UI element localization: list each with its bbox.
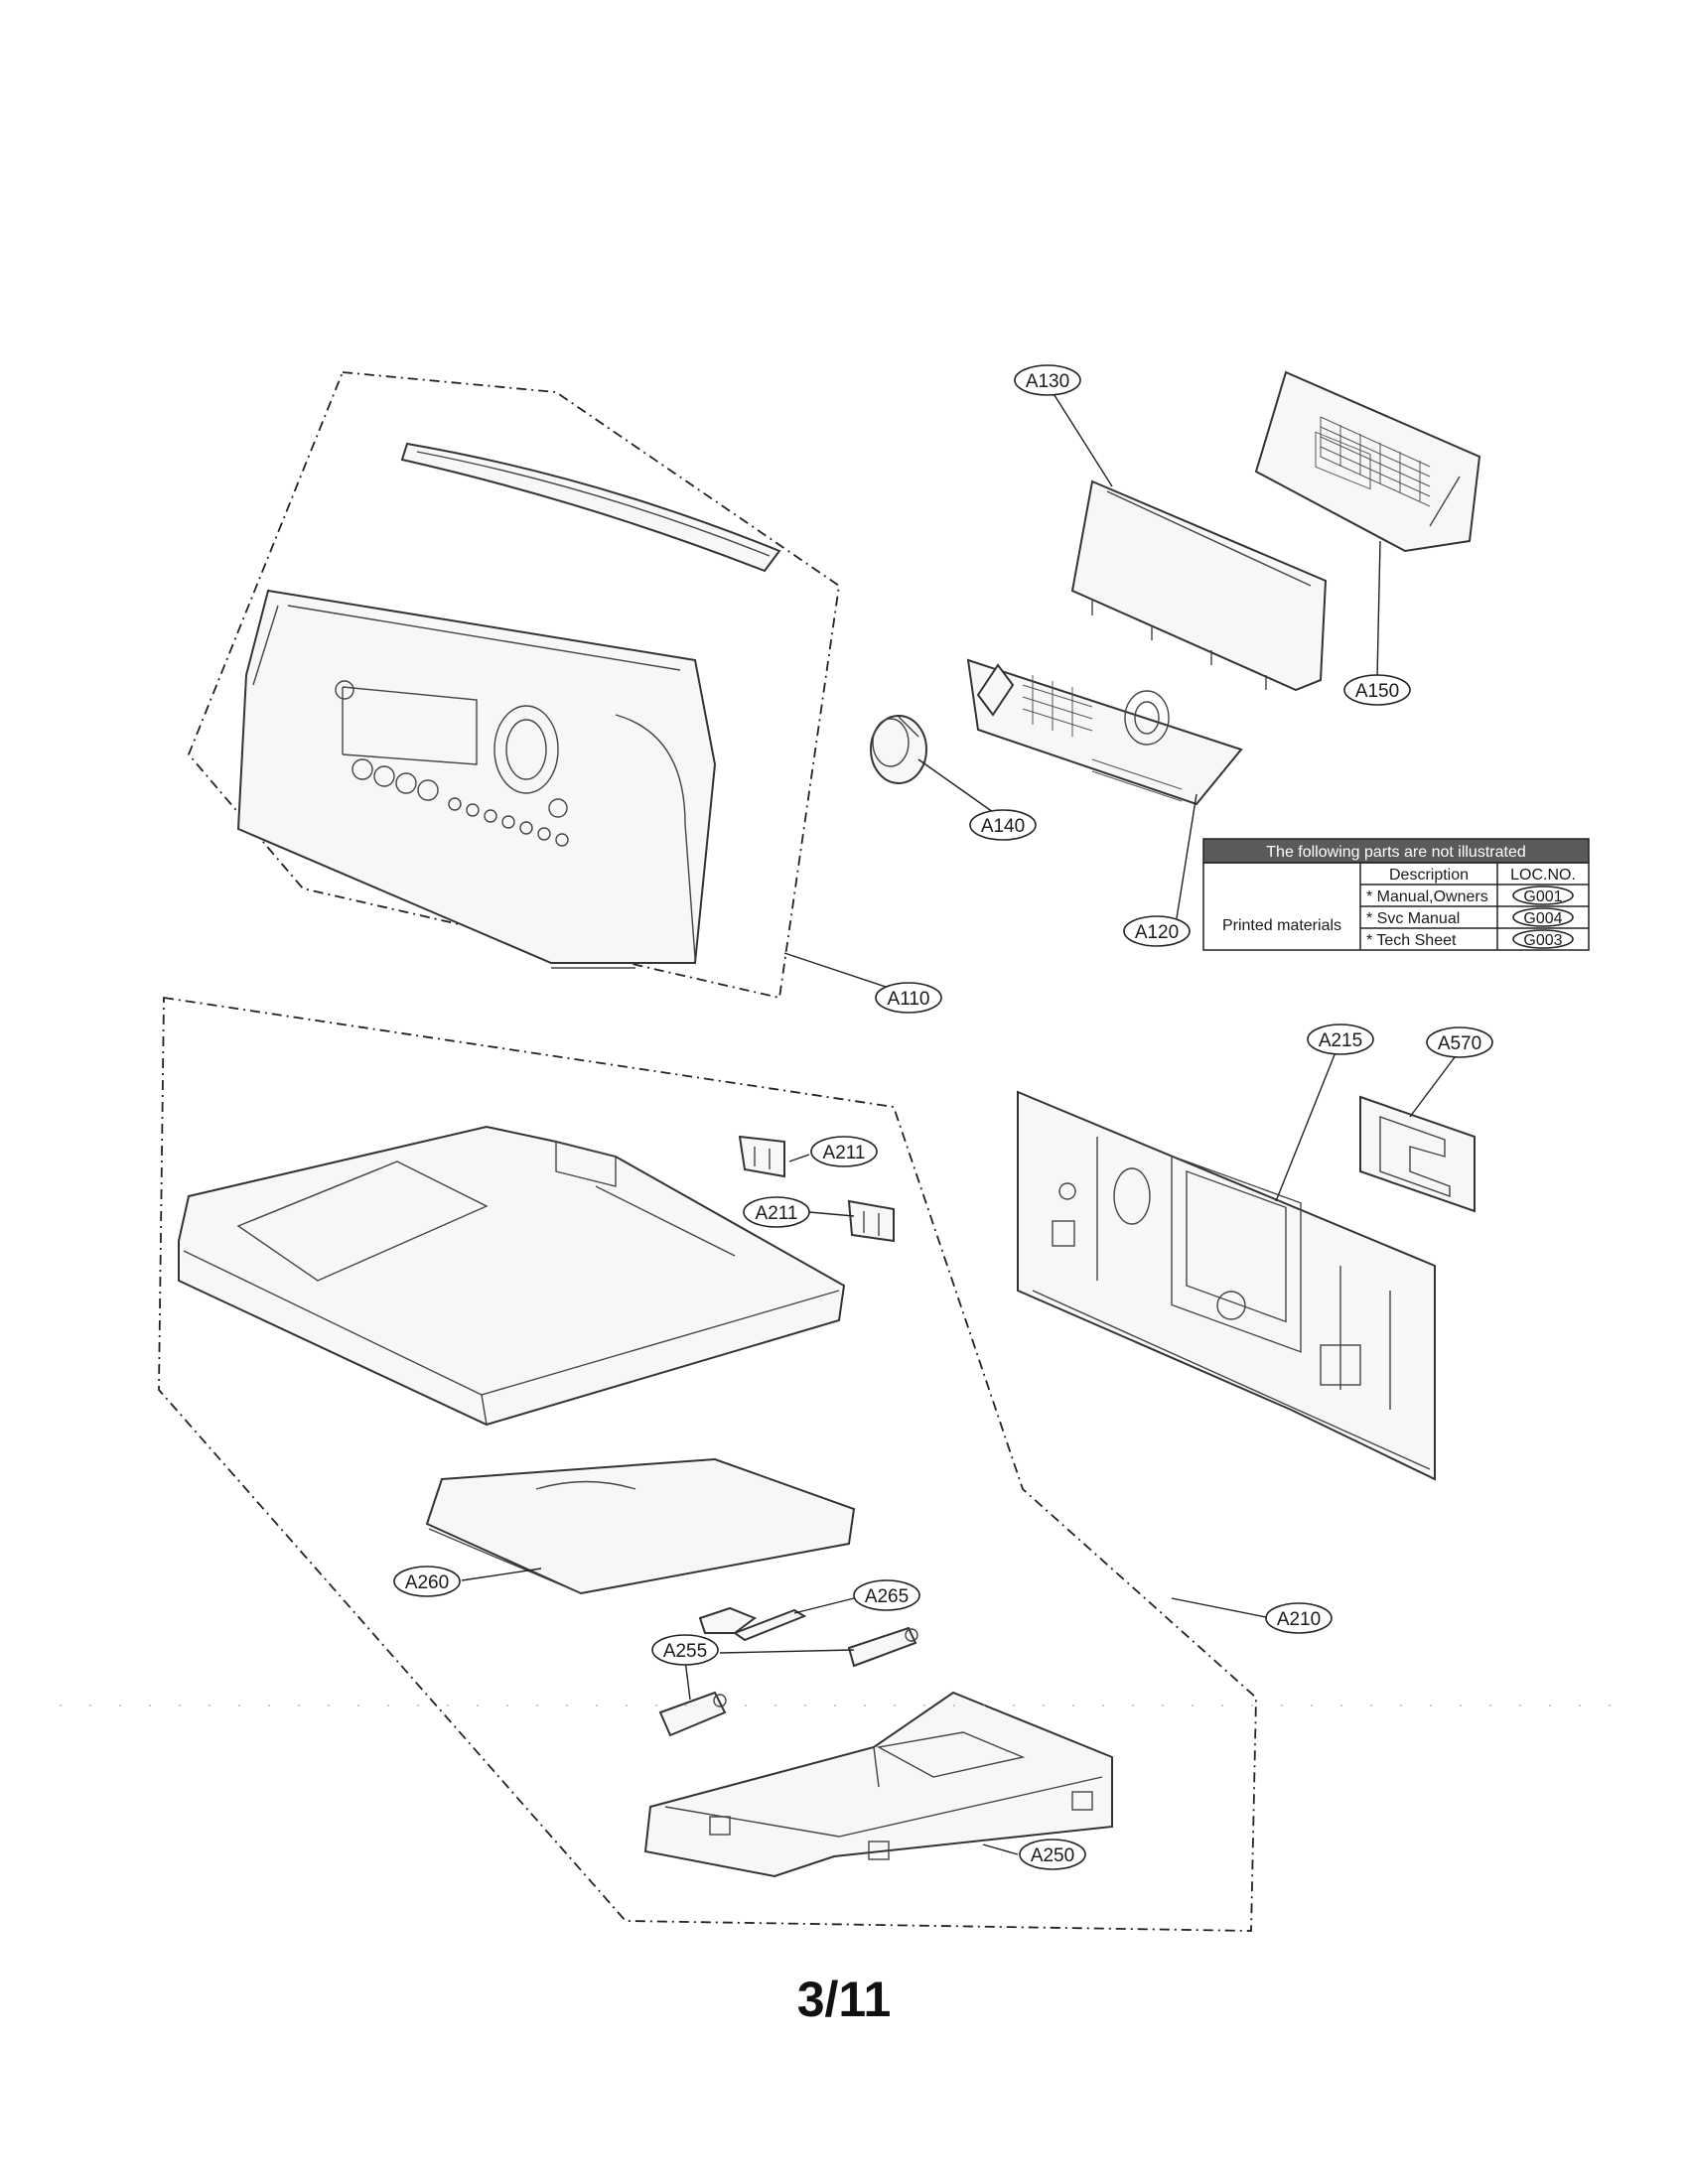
table-row-description: * Tech Sheet [1366, 932, 1457, 949]
callout-A140: A140 [969, 809, 1037, 841]
svg-text:A210: A210 [1277, 1609, 1321, 1630]
rear-panel [1017, 1090, 1436, 1481]
table-row-loc: G003 [1523, 932, 1562, 949]
callout-A265: A265 [853, 1579, 920, 1611]
parts-not-illustrated-table: The following parts are not illustrated … [1202, 838, 1590, 951]
cover-plate [1359, 1095, 1476, 1213]
callout-A211-lower: A211 [743, 1196, 810, 1228]
callout-A260: A260 [393, 1566, 461, 1597]
table-col-loc: LOC.NO. [1510, 867, 1576, 884]
control-knob [870, 715, 927, 784]
svg-text:A211: A211 [756, 1203, 798, 1224]
svg-text:A211: A211 [823, 1143, 866, 1163]
pcb-board [1070, 479, 1328, 692]
callout-A120: A120 [1123, 915, 1191, 947]
table-row-description: * Manual,Owners [1366, 888, 1488, 905]
table-row-loc: G004 [1523, 910, 1562, 927]
callout-A215: A215 [1307, 1024, 1374, 1055]
top-trim-strip [400, 442, 781, 573]
svg-text:A260: A260 [405, 1572, 449, 1593]
table-group-label: Printed materials [1222, 917, 1341, 934]
control-panel-housing [236, 589, 717, 969]
hinge-bracket-1 [738, 1135, 785, 1178]
base-tray [643, 1691, 1113, 1878]
callout-A150: A150 [1343, 674, 1411, 706]
svg-text:A250: A250 [1031, 1845, 1074, 1866]
svg-text:A570: A570 [1438, 1033, 1481, 1054]
top-cover-lid [178, 1125, 846, 1427]
svg-text:A130: A130 [1026, 371, 1069, 392]
svg-text:A215: A215 [1319, 1030, 1362, 1051]
callout-A110: A110 [875, 982, 942, 1014]
display-pcb-assembly [966, 658, 1243, 806]
table-row-description: * Svc Manual [1366, 910, 1460, 927]
callout-A255: A255 [651, 1634, 719, 1666]
leader-lines [461, 391, 1456, 1855]
hinge-pin-left [658, 1691, 727, 1737]
callout-A570: A570 [1426, 1026, 1493, 1058]
svg-text:A150: A150 [1355, 681, 1399, 702]
lid-plate [425, 1457, 856, 1595]
hinge-pin-right [847, 1626, 918, 1668]
callout-A250: A250 [1019, 1839, 1086, 1870]
table-header: The following parts are not illustrated [1266, 844, 1525, 861]
table-col-description: Description [1389, 867, 1469, 884]
assembly-outline-control-panel [187, 371, 840, 1000]
svg-text:A255: A255 [663, 1641, 707, 1662]
svg-text:A140: A140 [981, 816, 1025, 837]
hinge-bracket-2 [847, 1199, 895, 1243]
svg-text:A120: A120 [1135, 922, 1179, 943]
callout-A210: A210 [1265, 1602, 1333, 1634]
callout-A211-upper: A211 [810, 1136, 878, 1167]
latch-handle [698, 1606, 807, 1642]
page-number: 3/11 [796, 1972, 892, 2027]
pcb-cover [1254, 370, 1481, 553]
table-row-loc: G001 [1523, 888, 1562, 905]
svg-text:A110: A110 [888, 989, 930, 1010]
callout-A130: A130 [1014, 364, 1081, 396]
svg-text:A265: A265 [865, 1586, 909, 1607]
